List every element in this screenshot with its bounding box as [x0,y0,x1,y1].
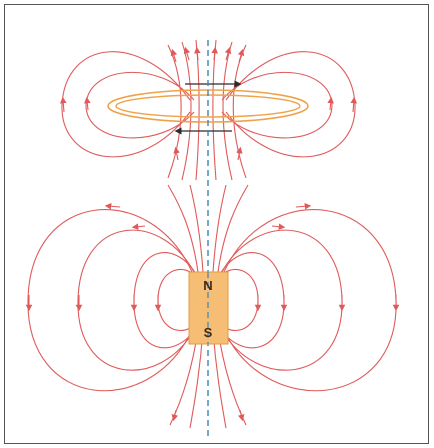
magnet-field-arrows [25,202,400,422]
current-arrows [174,80,242,135]
field-arrow [224,46,232,61]
loop-field-line [85,71,195,139]
field-arrow [170,48,178,63]
loop-field-lines [61,39,356,181]
field-arrow [194,46,201,61]
field-arrow [131,223,146,230]
field-arrow [327,96,334,111]
magnet-field-line [167,184,199,273]
field-arrow [236,146,243,161]
magnet-field-line [212,329,227,429]
loop-field-line [195,39,200,181]
field-arrow [237,48,245,63]
field-arrow [350,96,358,113]
loop-field-line [225,51,356,158]
figure-frame [4,4,429,444]
field-arrow [173,146,180,161]
loop-field-line [222,41,233,181]
north-pole-label: N [203,278,212,293]
loop-field-line [181,41,192,181]
field-arrow [237,409,245,422]
field-arrow [104,202,121,210]
loop-field-line [167,44,182,179]
loop-field-line [61,51,191,158]
magnet-field-line [219,252,285,349]
magnet-field-line [133,252,197,349]
south-pole-label: S [204,325,213,340]
field-arrow [84,96,91,111]
magnet-field-line [221,229,343,371]
field-arrow [211,46,218,61]
field-arrow [59,96,67,113]
magnet-field-line [217,184,249,273]
loop-field-line [232,44,247,179]
field-arrow [271,223,286,230]
loop-field-line [221,71,333,139]
field-arrow [183,46,191,61]
magnet-field-line [77,229,195,371]
field-arrow [295,202,312,210]
field-arrow [171,409,179,422]
magnet-field-line [189,329,204,429]
magnet-field-line [27,209,193,392]
magnet-field-line [189,184,204,273]
bar-magnet: N S [188,271,229,345]
loop-field-arrows [59,46,358,161]
loop-field-line [212,39,217,181]
magnet-field-line [212,184,227,273]
